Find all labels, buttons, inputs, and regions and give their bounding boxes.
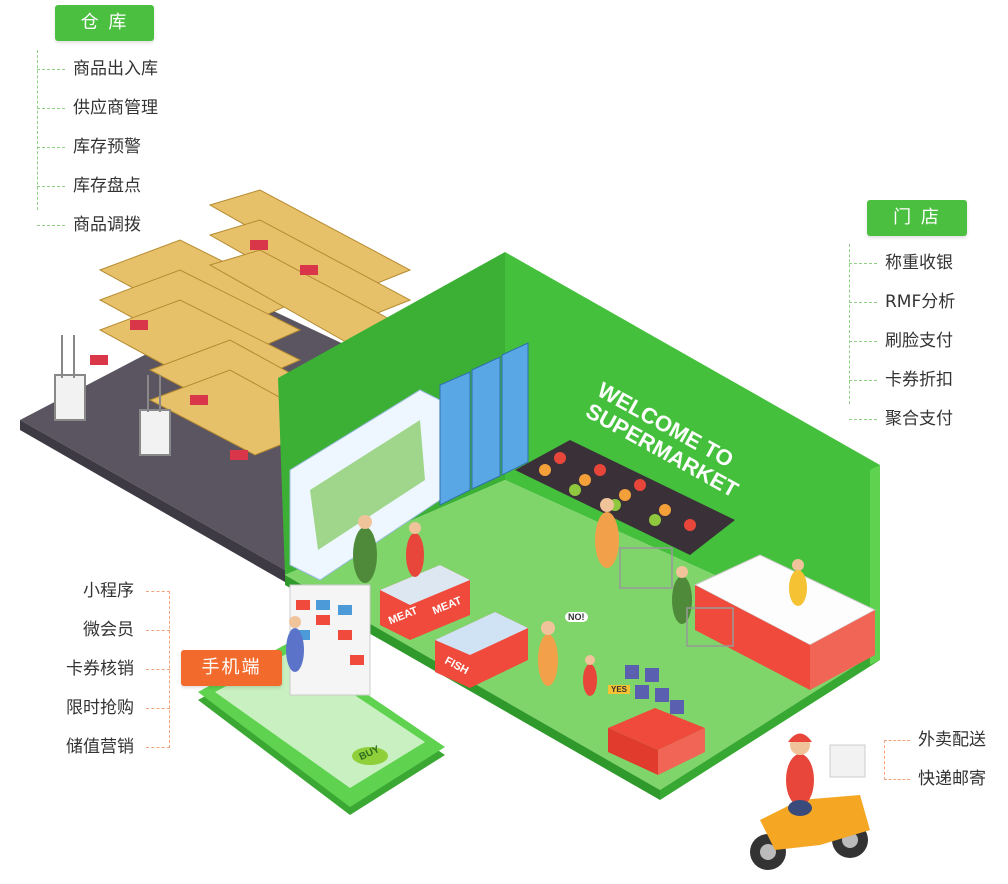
mobile-feature-item: 小程序 (40, 572, 170, 611)
delivery-feature-item: 快递邮寄 (884, 760, 986, 799)
yes-speech-bubble: YES (608, 685, 631, 694)
warehouse-feature-item: 商品调拨 (37, 206, 158, 245)
mobile-feature-item: 卡券核销 (40, 650, 170, 689)
store-title-badge: 门 店 (867, 200, 967, 236)
no-speech-bubble: NO! (565, 612, 588, 622)
store-feature-item: 刷脸支付 (849, 322, 955, 361)
store-feature-item: 聚合支付 (849, 400, 955, 439)
mobile-feature-item: 储值营销 (40, 728, 170, 767)
warehouse-feature-item: 供应商管理 (37, 89, 158, 128)
mobile-title-badge: 手机端 (181, 650, 282, 686)
delivery-feature-item: 外卖配送 (884, 721, 986, 760)
warehouse-title-badge: 仓 库 (55, 5, 154, 41)
warehouse-feature-item: 商品出入库 (37, 50, 158, 89)
mobile-feature-list: 小程序 微会员 卡券核销 限时抢购 储值营销 (40, 572, 170, 767)
store-feature-item: 称重收银 (849, 244, 955, 283)
warehouse-feature-item: 库存盘点 (37, 167, 158, 206)
store-feature-list: 称重收银 RMF分析 刷脸支付 卡券折扣 聚合支付 (849, 244, 955, 439)
store-room (278, 252, 880, 800)
warehouse-feature-list: 商品出入库 供应商管理 库存预警 库存盘点 商品调拨 (37, 50, 158, 245)
store-feature-item: RMF分析 (849, 283, 955, 322)
delivery-scooter-illustration (750, 733, 870, 870)
warehouse-feature-item: 库存预警 (37, 128, 158, 167)
mobile-feature-item: 限时抢购 (40, 689, 170, 728)
mobile-feature-item: 微会员 (40, 611, 170, 650)
delivery-feature-list: 外卖配送 快递邮寄 (884, 721, 986, 799)
store-feature-item: 卡券折扣 (849, 361, 955, 400)
